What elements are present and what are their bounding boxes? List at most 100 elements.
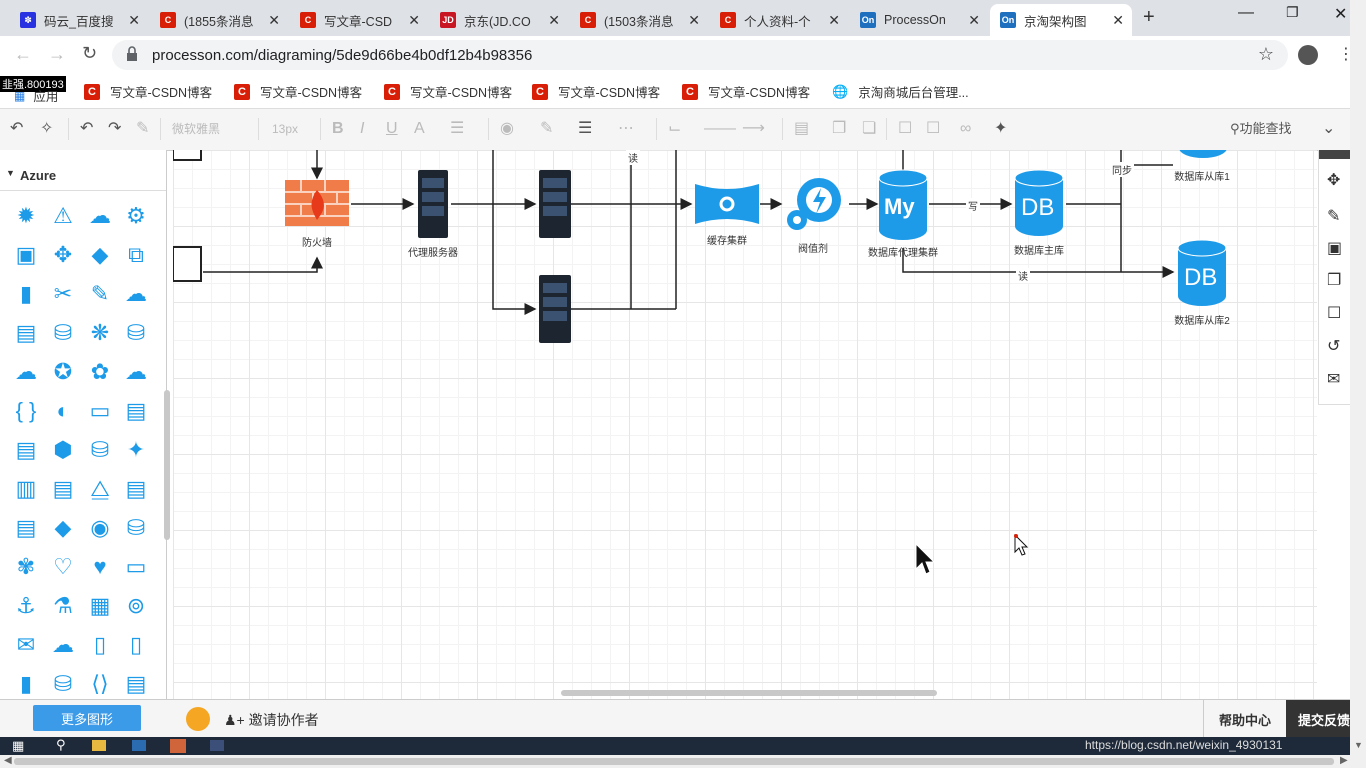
taskbar-app-icon[interactable] <box>132 740 146 751</box>
azure-shape-icon[interactable]: ✥ <box>53 242 73 267</box>
tab-close-icon[interactable]: ✕ <box>828 12 840 28</box>
font-family-select[interactable]: 微软雅黑 <box>172 122 221 136</box>
azure-shape-icon[interactable]: ⊚ <box>126 593 146 618</box>
bold-icon[interactable]: B <box>332 120 344 137</box>
feature-search-button[interactable]: ⚲功能查找 <box>1230 121 1292 136</box>
data-attribute-icon[interactable]: ▣ <box>1327 240 1343 257</box>
taskbar-app2-icon[interactable] <box>210 740 224 751</box>
partial-left-node[interactable] <box>173 150 202 282</box>
azure-shape-icon[interactable]: ▤ <box>125 671 147 696</box>
azure-shape-icon[interactable]: ▦ <box>89 593 111 618</box>
ungroup-icon[interactable]: ❏ <box>862 120 877 137</box>
underline-icon[interactable]: U <box>386 120 398 137</box>
azure-shape-icon[interactable]: ▤ <box>125 398 147 423</box>
azure-shape-icon[interactable]: ⚗ <box>53 593 73 618</box>
sidebar-scrollbar[interactable] <box>164 390 170 540</box>
firewall-icon[interactable] <box>285 180 349 226</box>
azure-shape-icon[interactable]: ▮ <box>19 281 33 306</box>
tab-close-icon[interactable]: ✕ <box>128 12 140 28</box>
azure-shape-icon[interactable]: ▭ <box>89 398 111 423</box>
azure-shape-icon[interactable]: ⟨⟩ <box>91 671 109 696</box>
redo-icon[interactable]: ↷ <box>108 120 122 137</box>
new-tab-button[interactable]: + <box>1143 6 1155 28</box>
azure-shape-icon[interactable]: ☁ <box>89 203 111 228</box>
azure-shape-icon[interactable]: ♡ <box>53 554 73 579</box>
bookmark-star-icon[interactable]: ☆ <box>1257 44 1274 64</box>
app-server-bottom-icon[interactable] <box>539 275 571 343</box>
unlock-shape-icon[interactable]: ☐ <box>926 120 941 137</box>
align-icon[interactable]: ☰ <box>450 120 465 137</box>
link-icon[interactable]: ∞ <box>960 120 972 137</box>
invite-collaborator-button[interactable]: ♟+ 邀请协作者 <box>224 712 319 728</box>
browser-tab[interactable]: C(1503条消息✕ <box>570 4 708 36</box>
azure-shape-icon[interactable]: ▣ <box>15 242 37 267</box>
azure-shape-icon[interactable]: ✎ <box>90 281 110 306</box>
magic-wand-icon[interactable]: ✦ <box>994 120 1008 137</box>
azure-shape-icon[interactable]: ❋ <box>90 320 110 345</box>
azure-shape-icon[interactable]: ◆ <box>91 242 109 267</box>
maximize-button[interactable]: ❐ <box>1286 4 1299 20</box>
db-slave1-icon[interactable] <box>1179 150 1227 158</box>
diagram-canvas[interactable]: My DB DB 防火墙 代理服务器 缓存集群 阀值剂 数据库代理集群 数据库主… <box>173 150 1317 699</box>
db-master-icon[interactable] <box>1014 169 1064 236</box>
font-color-icon[interactable]: A <box>414 120 425 137</box>
font-size-select[interactable]: 13px <box>272 122 299 136</box>
italic-icon[interactable]: I <box>360 120 365 137</box>
tab-close-icon[interactable]: ✕ <box>968 12 980 28</box>
page-icon[interactable]: ❐ <box>1327 272 1342 289</box>
profile-avatar[interactable] <box>1298 45 1318 65</box>
azure-shape-icon[interactable]: ☁ <box>125 281 147 306</box>
azure-shape-icon[interactable]: ✉ <box>16 632 36 657</box>
azure-shape-icon[interactable]: ⛁ <box>126 320 146 345</box>
lock-shape-icon[interactable]: ☐ <box>898 120 913 137</box>
apps-shortcut[interactable]: ▦ 应用 <box>14 88 59 105</box>
azure-shape-icon[interactable]: ⛁ <box>90 437 110 462</box>
azure-shape-icon[interactable]: ▤ <box>15 515 37 540</box>
azure-shape-icon[interactable]: ▤ <box>125 476 147 501</box>
bookmark-item[interactable]: 🌐京淘商城后台管理... <box>832 82 969 101</box>
connector-icon[interactable]: ⌙ <box>668 120 682 137</box>
collapse-toolbar-icon[interactable]: ⌄ <box>1322 120 1336 137</box>
back-icon[interactable]: ← <box>14 44 32 64</box>
document-icon[interactable]: ☐ <box>1327 305 1342 322</box>
cache-cluster-icon[interactable] <box>695 184 759 224</box>
azure-shape-icon[interactable]: ▤ <box>15 437 37 462</box>
close-window-button[interactable]: ✕ <box>1334 6 1348 23</box>
mysql-db-proxy-icon[interactable] <box>878 169 928 240</box>
proxy-server-icon[interactable] <box>418 170 448 238</box>
taskbar-chrome-icon[interactable] <box>170 739 186 753</box>
azure-shape-icon[interactable]: ⛁ <box>53 320 73 345</box>
azure-shape-icon[interactable]: ▯ <box>129 632 143 657</box>
arrange-icon[interactable]: ▤ <box>794 120 810 137</box>
azure-shape-icon[interactable]: ⚓ <box>16 593 36 618</box>
azure-shape-icon[interactable]: ✪ <box>53 359 73 384</box>
azure-shape-icon[interactable]: ⧉ <box>128 242 144 267</box>
azure-shape-icon[interactable]: ⛁ <box>53 671 73 696</box>
help-center-button[interactable]: 帮助中心 <box>1203 700 1286 738</box>
throttle-gear-icon[interactable] <box>787 178 841 230</box>
fill-icon[interactable]: ◉ <box>500 120 514 137</box>
user-avatar[interactable] <box>186 707 210 731</box>
azure-shape-icon[interactable]: ⚙ <box>126 203 146 228</box>
format-painter-icon[interactable]: ✧ <box>40 120 54 137</box>
azure-shape-icon[interactable]: ✿ <box>90 359 110 384</box>
explorer-icon[interactable] <box>92 740 106 751</box>
tab-close-icon[interactable]: ✕ <box>548 12 560 28</box>
azure-shape-icon[interactable]: ⧋ <box>90 476 110 501</box>
azure-shape-icon[interactable]: ▤ <box>52 476 74 501</box>
azure-shape-icon[interactable]: ✂ <box>53 281 73 306</box>
line-start-icon[interactable]: —— <box>704 120 736 137</box>
tab-close-icon[interactable]: ✕ <box>268 12 280 28</box>
tab-close-icon[interactable]: ✕ <box>408 12 420 28</box>
forward-icon[interactable]: → <box>48 44 66 64</box>
azure-shape-icon[interactable]: ▥ <box>15 476 37 501</box>
azure-shape-icon[interactable]: ✹ <box>16 203 36 228</box>
search-icon[interactable]: ⚲ <box>56 737 66 752</box>
azure-shape-icon[interactable]: ♥ <box>93 554 107 579</box>
history-icon[interactable]: ↺ <box>1327 338 1341 355</box>
